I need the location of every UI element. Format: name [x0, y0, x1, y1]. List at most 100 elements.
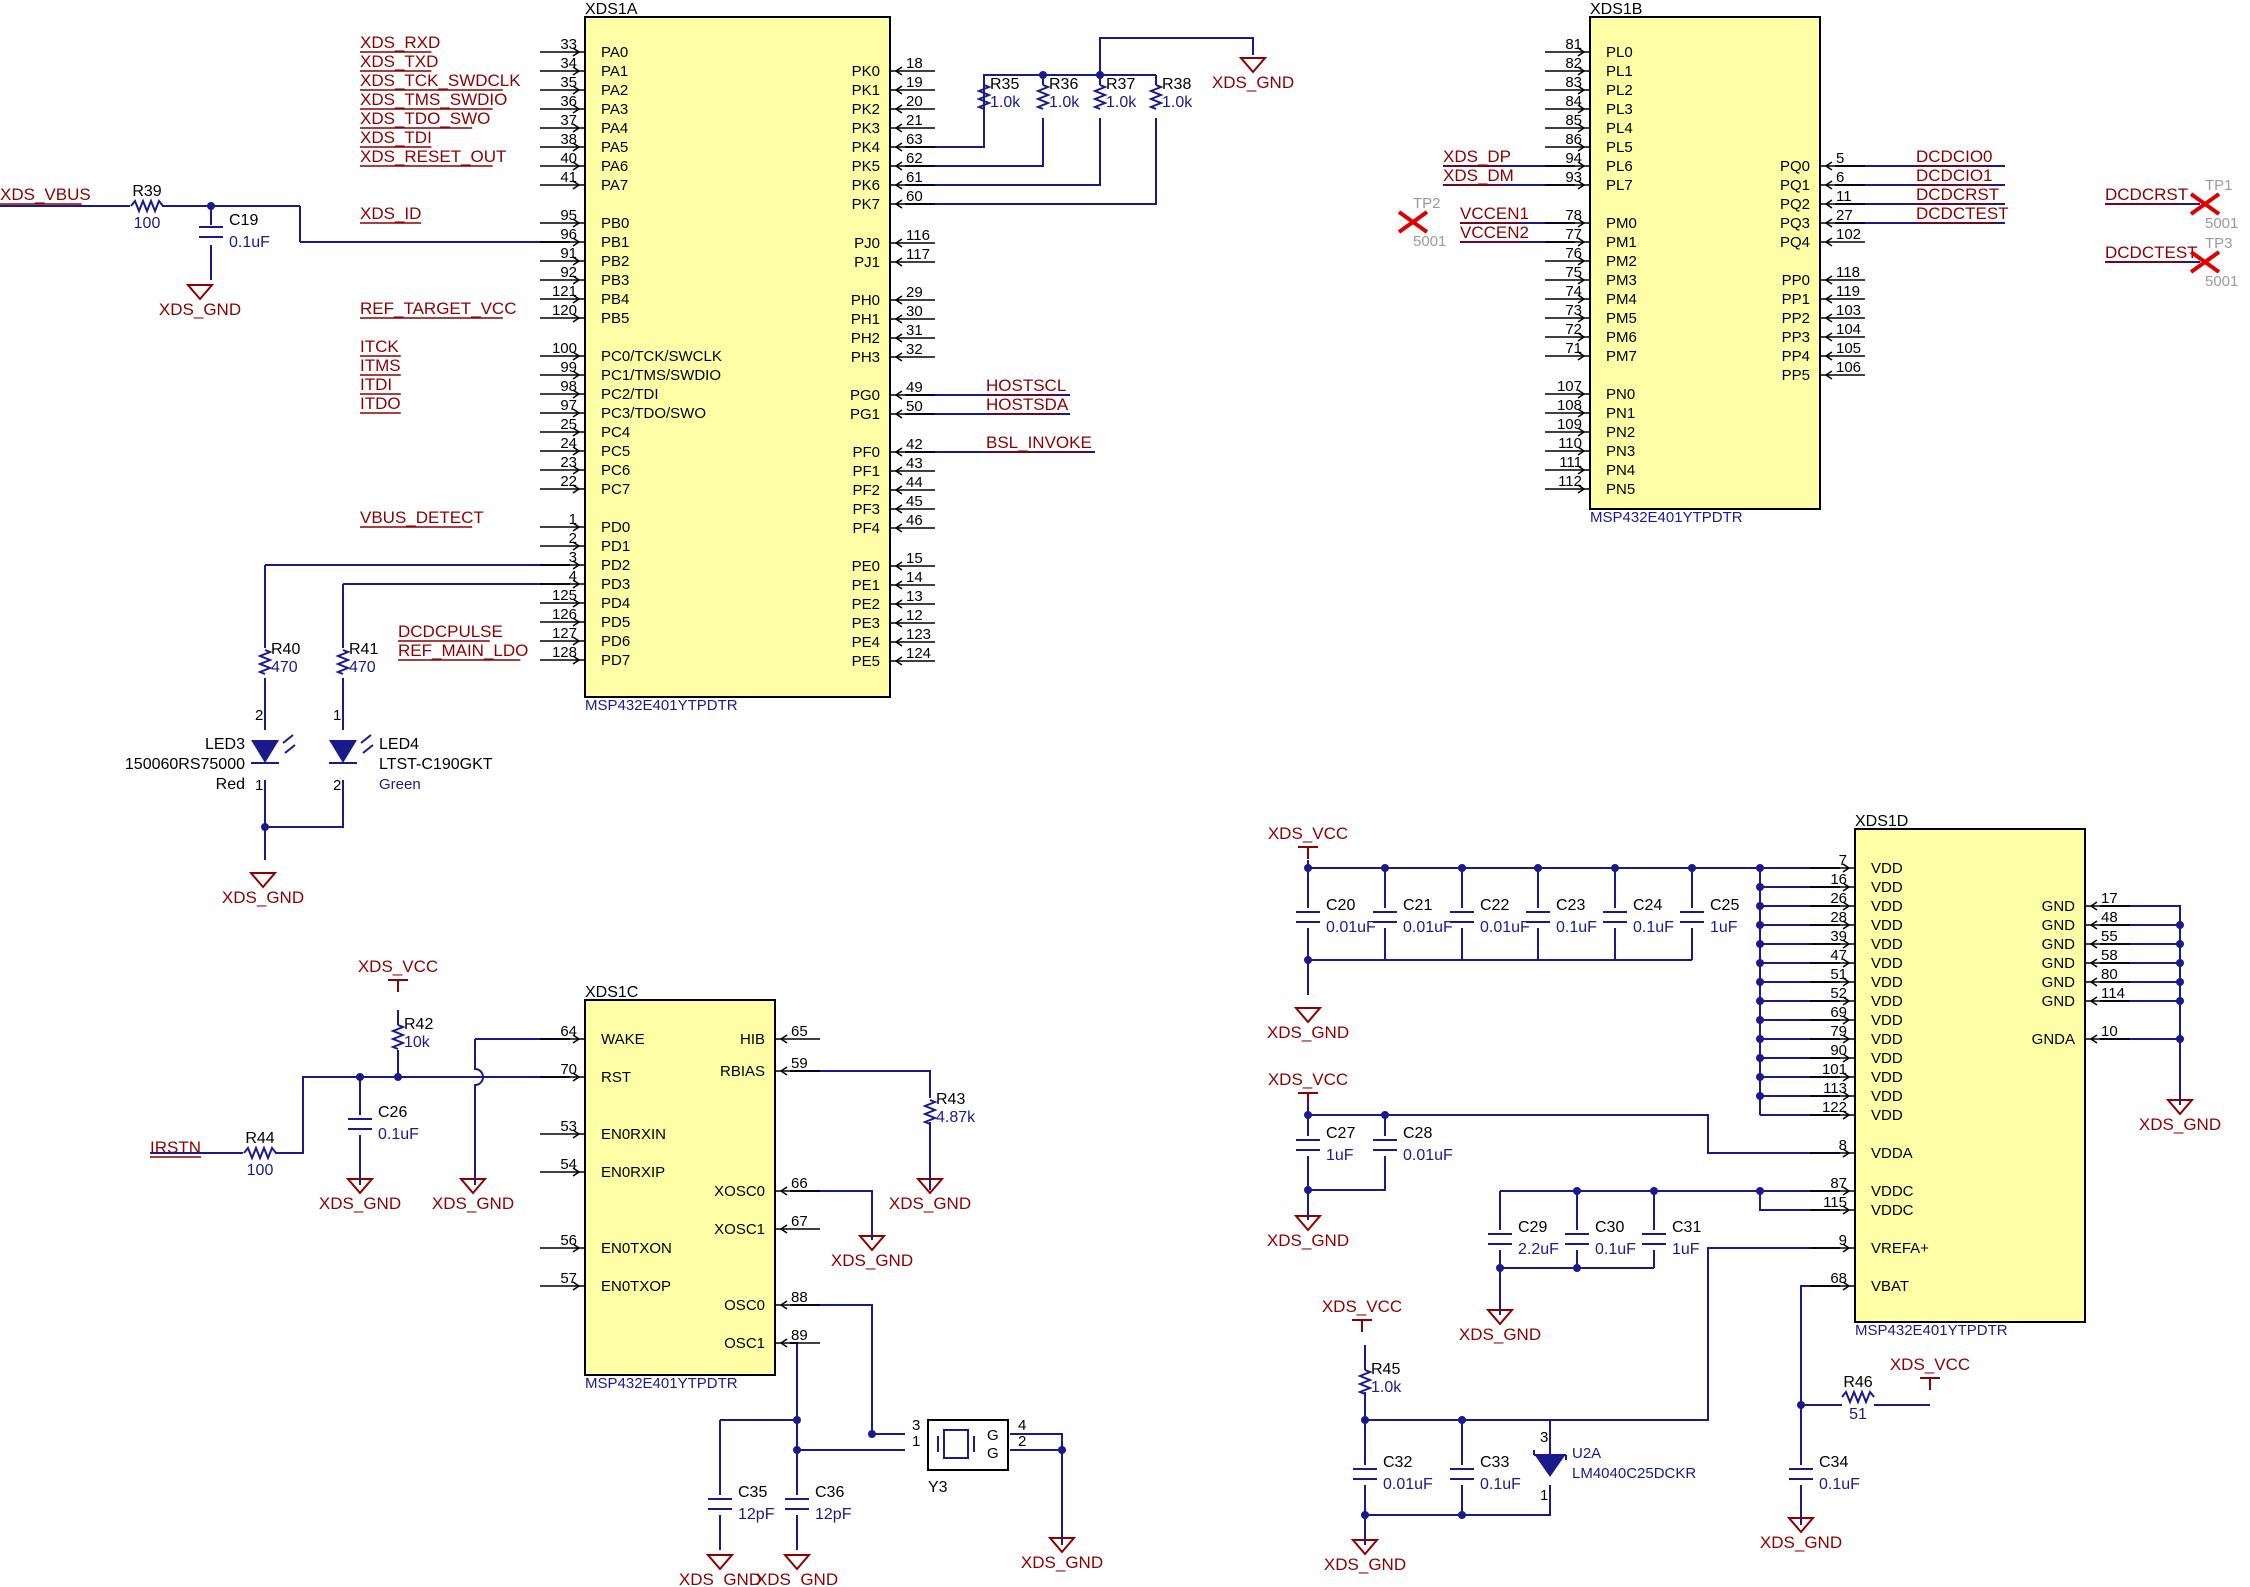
- pin-number: 83: [1565, 74, 1582, 91]
- pin-arrow-icon: [894, 447, 903, 457]
- pin-label: PK1: [852, 82, 880, 99]
- pin-label: PB5: [601, 310, 629, 327]
- pin-label: HIB: [740, 1031, 765, 1048]
- pin-label: PN1: [1606, 405, 1635, 422]
- pin-number: 110: [1558, 435, 1582, 452]
- capacitor-value: 2.2uF: [1518, 1241, 1559, 1258]
- pin-arrow-icon: [1577, 408, 1586, 418]
- net-label: VCCEN1: [1460, 204, 1529, 223]
- capacitor-value: 0.01uF: [1403, 1147, 1453, 1164]
- pin-label: VREFA+: [1871, 1240, 1929, 1257]
- resistor-ref: R39: [132, 183, 161, 200]
- pin-label: VDD: [1871, 1031, 1903, 1048]
- pin-number: 27: [1836, 207, 1853, 224]
- pin-arrow-icon: [1577, 85, 1586, 95]
- pin-arrow-icon: [572, 180, 581, 190]
- pin-arrow-icon: [779, 1300, 788, 1310]
- pin-arrow-icon: [572, 237, 581, 247]
- pin-arrow-icon: [894, 599, 903, 609]
- pin-number: 121: [552, 283, 577, 300]
- pin-label: PF2: [852, 482, 880, 499]
- pin-arrow-icon: [894, 238, 903, 248]
- pin-label: PL5: [1606, 139, 1633, 156]
- pin-arrow-icon: [2089, 920, 2098, 930]
- resistor-zigzag-icon: [976, 84, 992, 110]
- pin-arrow-icon: [1577, 332, 1586, 342]
- pin-arrow-icon: [1842, 1205, 1851, 1215]
- pin-arrow-icon: [572, 294, 581, 304]
- pin-label: GND: [2042, 898, 2076, 915]
- resistor-ref: R41: [349, 641, 378, 658]
- power-label: XDS_VCC: [1268, 1070, 1348, 1089]
- pin-arrow-icon: [1824, 180, 1833, 190]
- pin-label: PP1: [1782, 291, 1810, 308]
- capacitor-ref: C27: [1326, 1125, 1355, 1142]
- pin-label: PF3: [852, 501, 880, 518]
- pin-number: 32: [906, 341, 923, 358]
- ground-icon: [1485, 1309, 1515, 1326]
- pin-label: PC2/TDI: [601, 386, 659, 403]
- pin-number: 116: [906, 227, 930, 244]
- pin-label: PM6: [1606, 329, 1637, 346]
- pin-label: PH0: [851, 292, 880, 309]
- pin-number: 59: [791, 1055, 808, 1072]
- pin-number: 84: [1565, 93, 1582, 110]
- y3-pin4: 4: [1018, 1417, 1026, 1434]
- pin-arrow-icon: [779, 1034, 788, 1044]
- power-label: XDS_VCC: [1322, 1297, 1402, 1316]
- capacitor-ref: C30: [1595, 1219, 1624, 1236]
- net-label: XDS_VBUS: [0, 185, 91, 204]
- pin-number: 7: [1839, 852, 1847, 869]
- pin-number: 118: [1836, 264, 1860, 281]
- pin-arrow-icon: [1577, 256, 1586, 266]
- capacitor-value: 1uF: [1326, 1147, 1354, 1164]
- pin-arrow-icon: [1577, 180, 1586, 190]
- pin-label: RBIAS: [720, 1063, 765, 1080]
- capacitor-ref: C32: [1383, 1454, 1412, 1471]
- pin-arrow-icon: [894, 409, 903, 419]
- pin-number: 38: [560, 131, 577, 148]
- pin-label: VDD: [1871, 917, 1903, 934]
- pin-number: 53: [560, 1118, 577, 1135]
- pin-number: 74: [1565, 283, 1582, 300]
- pin-arrow-icon: [1842, 882, 1851, 892]
- chip-body: [584, 999, 776, 1376]
- led-pin-bottom: 2: [333, 777, 341, 794]
- pin-number: 8: [1839, 1137, 1847, 1154]
- net-label: REF_TARGET_VCC: [360, 299, 517, 318]
- u2a-part: LM4040C25DCKR: [1572, 1465, 1696, 1482]
- pin-arrow-icon: [894, 390, 903, 400]
- net-label: DCDCIO0: [1916, 147, 1993, 166]
- pin-number: 108: [1557, 397, 1582, 414]
- pin-label: PA5: [601, 139, 628, 156]
- pin-label: PD4: [601, 595, 630, 612]
- pin-arrow-icon: [779, 1066, 788, 1076]
- pin-arrow-icon: [572, 617, 581, 627]
- chip-part: MSP432E401YTPDTR: [585, 1375, 738, 1392]
- pin-label: PC0/TCK/SWCLK: [601, 348, 722, 365]
- pin-label: GNDA: [2032, 1031, 2075, 1048]
- pin-label: GND: [2042, 917, 2076, 934]
- pin-number: 104: [1836, 321, 1861, 338]
- ground-label: XDS_GND: [432, 1194, 514, 1213]
- pin-number: 119: [1836, 283, 1860, 300]
- pin-label: PN4: [1606, 462, 1635, 479]
- pin-number: 4: [569, 568, 577, 585]
- led4-part: LTST-C190GKT: [379, 756, 493, 773]
- pin-label: GND: [2042, 936, 2076, 953]
- pin-arrow-icon: [1577, 446, 1586, 456]
- chip-ref: XDS1A: [585, 1, 638, 18]
- pin-arrow-icon: [1824, 313, 1833, 323]
- pin-arrow-icon: [894, 123, 903, 133]
- pin-arrow-icon: [572, 636, 581, 646]
- pin-arrow-icon: [1577, 237, 1586, 247]
- pin-number: 76: [1565, 245, 1582, 262]
- net-label: XDS_RXD: [360, 33, 440, 52]
- pin-number: 97: [560, 397, 577, 414]
- pin-label: PD1: [601, 538, 630, 555]
- resistor-value: 100: [134, 215, 161, 232]
